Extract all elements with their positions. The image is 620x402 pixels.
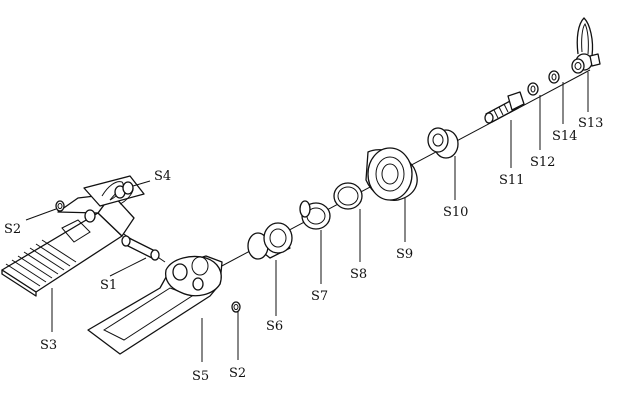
leader-lines: [25, 72, 589, 362]
part-s2-ring-upper: [55, 200, 65, 212]
part-s11-stud: [484, 91, 525, 124]
label-s11: S11: [499, 173, 524, 188]
label-s10: S10: [443, 205, 468, 220]
label-s1: S1: [100, 278, 117, 293]
part-s4-clip: [83, 175, 145, 207]
label-s3: S3: [40, 338, 57, 353]
label-s6: S6: [266, 319, 283, 334]
label-s14: S14: [552, 129, 577, 144]
part-s13-shackle: [571, 17, 601, 74]
label-s9: S9: [396, 247, 413, 262]
part-s12-washer: [527, 82, 539, 96]
part-s7-sleeve: [299, 200, 331, 230]
label-s7: S7: [311, 289, 328, 304]
label-s2-lower: S2: [229, 366, 246, 381]
part-s9-large-bushing: [365, 147, 418, 201]
part-s14-washer: [548, 70, 560, 84]
label-s12: S12: [530, 155, 555, 170]
label-s13: S13: [578, 116, 603, 131]
label-s5: S5: [192, 369, 209, 384]
part-s1-pin: [121, 235, 160, 261]
part-s8-oring: [333, 182, 363, 210]
part-s2-ring-lower: [231, 301, 241, 313]
part-s6-bushing: [247, 222, 293, 260]
label-s4: S4: [154, 169, 171, 184]
part-s5-adapter: [87, 255, 223, 355]
part-s10-nut: [427, 127, 459, 159]
label-s2-upper: S2: [4, 222, 21, 237]
label-s8: S8: [350, 267, 367, 282]
